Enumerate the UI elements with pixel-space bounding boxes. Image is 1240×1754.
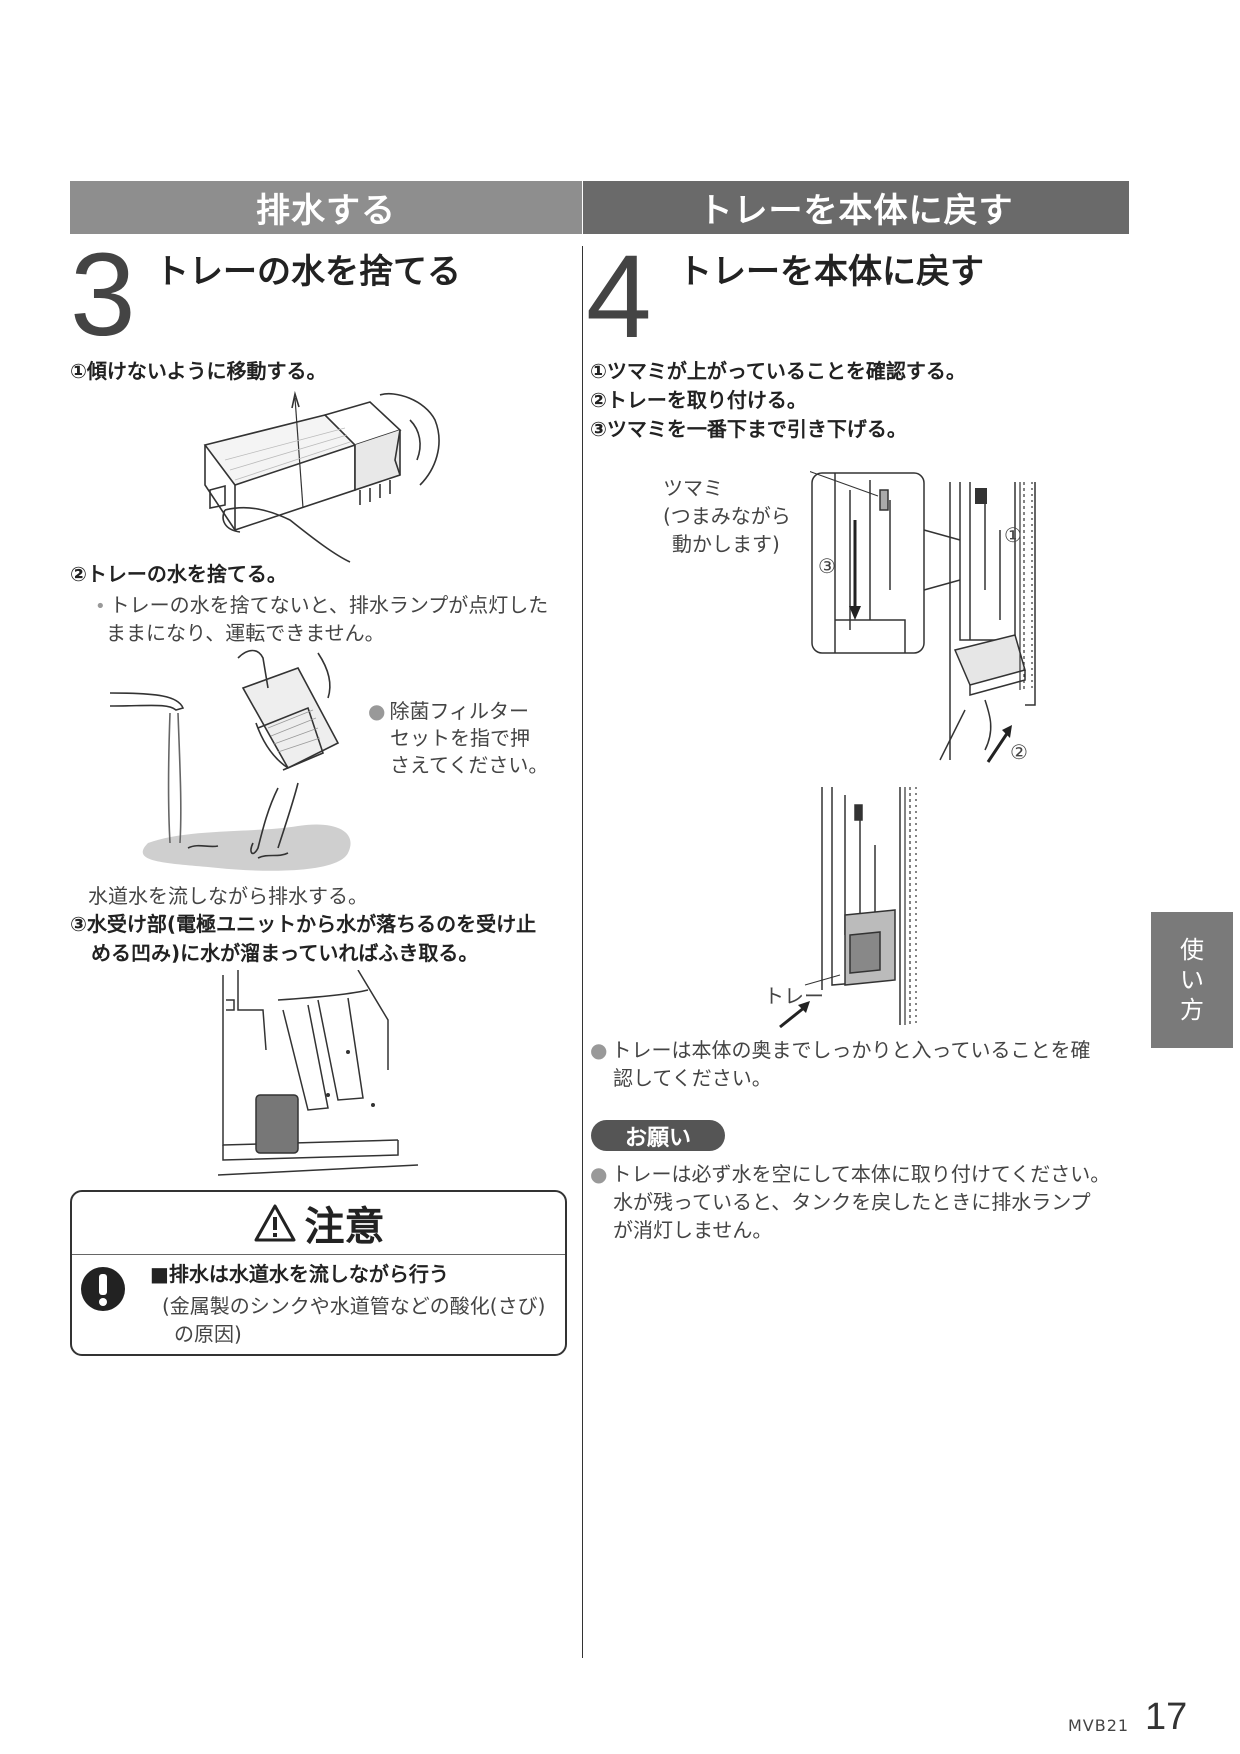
request-line-3: が消灯しません。 xyxy=(613,1218,773,1242)
step-3-item-2-note-1: •トレーの水を捨てないと、排水ランプが点灯した xyxy=(95,593,549,617)
step-3-item-3-line-2: める凹み)に水が溜まっていればふき取る。 xyxy=(91,941,479,965)
caution-body-line-2: の原因) xyxy=(174,1322,242,1346)
bullet: ● xyxy=(590,1038,608,1062)
marker-1: ① xyxy=(1004,523,1022,547)
filter-callout-line-3: さえてください。 xyxy=(390,753,549,777)
tray-install-illustration xyxy=(810,471,1036,763)
step-4-item-2: ②トレーを取り付ける。 xyxy=(590,388,807,412)
step-4-note-line-1: ●トレーは本体の奥までしっかりと入っていることを確 xyxy=(590,1038,1091,1062)
bullet: ● xyxy=(368,699,386,723)
usage-side-tab: 使 い 方 xyxy=(1151,912,1233,1048)
request-line-1: ●トレーは必ず水を空にして本体に取り付けてください。 xyxy=(590,1162,1111,1186)
model-code: MVB21 xyxy=(1068,1716,1130,1735)
exclamation-icon xyxy=(81,1267,125,1311)
bullet: ● xyxy=(590,1162,608,1186)
drain-water-illustration xyxy=(109,649,351,871)
filter-callout-line-2: セットを指で押 xyxy=(390,726,530,750)
water-receiver-illustration xyxy=(218,970,419,1176)
page-number: 17 xyxy=(1145,1696,1188,1738)
step-3-item-2-note-2: ままになり、運転できません。 xyxy=(106,621,385,645)
step-4-title: トレーを本体に戻す xyxy=(678,252,984,292)
caution-box: 注意 ■排水は水道水を流しながら行う (金属製のシンクや水道管などの酸化(さび)… xyxy=(70,1190,567,1356)
request-label: お願い xyxy=(591,1120,725,1151)
warning-triangle-icon xyxy=(254,1204,295,1242)
column-divider xyxy=(582,246,583,1658)
step-3-item-1: ①傾けないように移動する。 xyxy=(70,359,327,383)
section-header-return-tray: トレーを本体に戻す xyxy=(583,181,1129,234)
knob-label: ツマミ xyxy=(663,476,723,500)
caution-title-row: 注意 xyxy=(72,1192,565,1255)
carry-tray-illustration xyxy=(203,390,440,563)
step-3-item-3-line-1: ③水受け部(電極ユニットから水が落ちるのを受け止 xyxy=(70,912,537,936)
caution-title: 注意 xyxy=(304,1204,385,1250)
step-3-item-2: ②トレーの水を捨てる。 xyxy=(70,562,287,586)
tray-inserted-illustration xyxy=(779,787,917,1029)
tray-label: トレー xyxy=(764,984,824,1008)
step-4-item-1: ①ツマミが上がっていることを確認する。 xyxy=(590,359,966,383)
tap-water-caption: 水道水を流しながら排水する。 xyxy=(88,884,368,908)
step-4-note-line-2: 認してください。 xyxy=(613,1066,772,1090)
step-4-item-3: ③ツマミを一番下まで引き下げる。 xyxy=(590,417,907,441)
caution-heading: ■排水は水道水を流しながら行う xyxy=(150,1262,449,1286)
step-4-number: 4 xyxy=(586,231,652,363)
knob-note-line-2: 動かします) xyxy=(672,532,780,556)
bullet: • xyxy=(95,596,106,617)
request-line-2: 水が残っていると、タンクを戻したときに排水ランプ xyxy=(613,1190,1091,1214)
step-3-title: トレーの水を捨てる xyxy=(155,252,461,292)
filter-callout-line-1: ●除菌フィルター xyxy=(368,699,530,723)
caution-body-line-1: (金属製のシンクや水道管などの酸化(さび) xyxy=(162,1294,546,1318)
step-3-number: 3 xyxy=(70,229,136,361)
marker-3: ③ xyxy=(818,554,836,578)
section-header-drain: 排水する xyxy=(70,181,582,234)
marker-2: ② xyxy=(1010,740,1028,764)
knob-note-line-1: (つまみながら xyxy=(663,504,791,528)
